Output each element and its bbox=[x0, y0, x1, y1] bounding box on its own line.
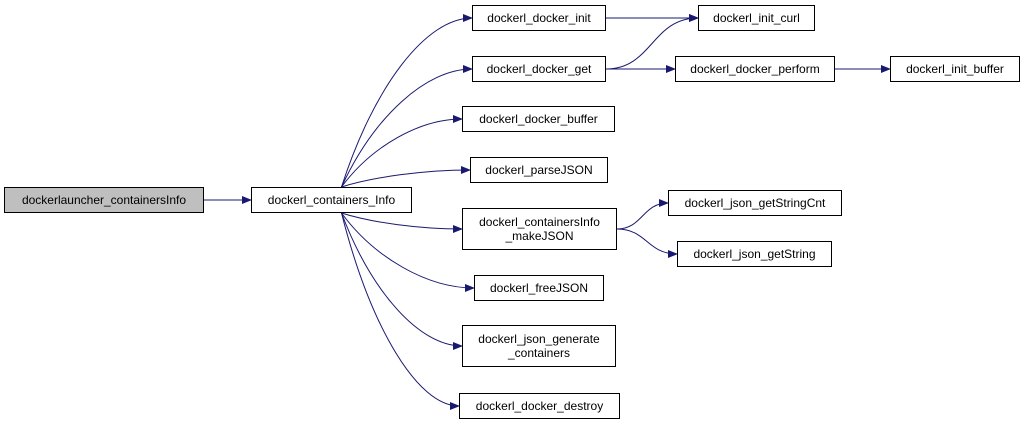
edge-make_json-to-get_string bbox=[616, 228, 678, 258]
node-label: dockerl_docker_get bbox=[486, 62, 592, 76]
node-label: dockerl_docker_buffer bbox=[479, 112, 598, 126]
edge-containers_info-to-docker_get bbox=[341, 65, 473, 188]
node-dockerlauncher-containersinfo[interactable]: dockerlauncher_containersInfo bbox=[4, 187, 204, 213]
edge-containers_info-to-free_json bbox=[341, 212, 475, 292]
edge-docker_get-to-init_curl bbox=[605, 14, 699, 70]
node-label: dockerl_json_generate _containers bbox=[478, 332, 600, 360]
node-label: dockerl_docker_perform bbox=[690, 62, 820, 76]
node-label: dockerl_containersInfo _makeJSON bbox=[479, 215, 600, 243]
node-label: dockerlauncher_containersInfo bbox=[21, 193, 187, 207]
node-label: dockerl_init_buffer bbox=[906, 62, 1004, 76]
node-label: dockerl_docker_init bbox=[487, 11, 591, 25]
node-dockerl-docker-get[interactable]: dockerl_docker_get bbox=[472, 56, 606, 82]
node-dockerl-containers-info[interactable]: dockerl_containers_Info bbox=[251, 187, 412, 213]
node-label: dockerl_parseJSON bbox=[485, 163, 593, 177]
node-label: dockerl_json_getStringCnt bbox=[684, 196, 826, 210]
edge-containers_info-to-docker_destroy bbox=[341, 212, 460, 410]
edge-containers_info-to-make_json bbox=[341, 212, 463, 233]
node-label: dockerl_init_curl bbox=[713, 11, 800, 25]
node-label: dockerl_docker_destroy bbox=[475, 399, 604, 413]
node-label: dockerl_freeJSON bbox=[489, 281, 589, 295]
edge-make_json-to-get_string_cnt bbox=[616, 199, 669, 230]
node-dockerl-docker-buffer[interactable]: dockerl_docker_buffer bbox=[462, 106, 615, 132]
edge-containers_info-to-generate_containers bbox=[341, 212, 463, 350]
node-dockerl-parsejson[interactable]: dockerl_parseJSON bbox=[470, 157, 608, 183]
edge-containers_info-to-docker_buffer bbox=[341, 115, 463, 188]
node-dockerl-docker-perform[interactable]: dockerl_docker_perform bbox=[675, 56, 835, 82]
edge-containers_info-to-docker_init bbox=[341, 14, 473, 188]
node-label: dockerl_containers_Info bbox=[267, 193, 396, 207]
node-label: dockerl_json_getString bbox=[693, 247, 816, 261]
edge-containers_info-to-parse_json bbox=[341, 166, 471, 188]
node-dockerl-json-generate-containers[interactable]: dockerl_json_generate _containers bbox=[462, 325, 616, 367]
node-dockerl-docker-destroy[interactable]: dockerl_docker_destroy bbox=[459, 393, 620, 419]
node-dockerl-init-buffer[interactable]: dockerl_init_buffer bbox=[890, 56, 1020, 82]
node-dockerl-json-getstring[interactable]: dockerl_json_getString bbox=[677, 241, 832, 267]
node-dockerl-docker-init[interactable]: dockerl_docker_init bbox=[472, 5, 606, 31]
node-dockerl-freejson[interactable]: dockerl_freeJSON bbox=[474, 275, 604, 301]
node-dockerl-containersinfo-makejson[interactable]: dockerl_containersInfo _makeJSON bbox=[462, 208, 617, 250]
node-dockerl-json-getstringcnt[interactable]: dockerl_json_getStringCnt bbox=[668, 190, 842, 216]
node-dockerl-init-curl[interactable]: dockerl_init_curl bbox=[698, 5, 815, 31]
